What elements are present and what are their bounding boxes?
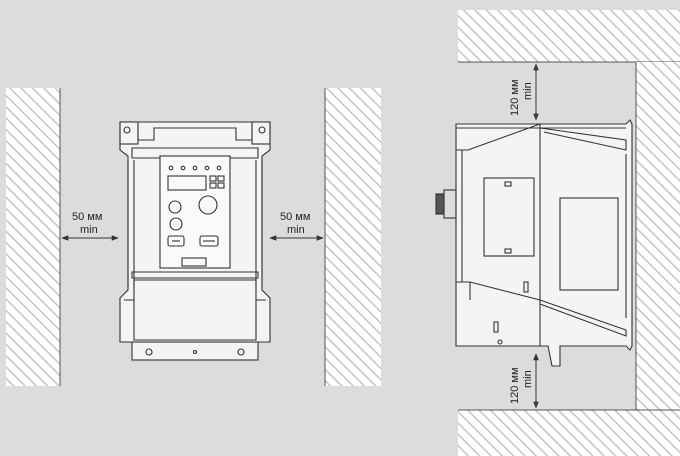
top-clearance-value: 120 мм xyxy=(509,79,521,116)
bottom-clearance-suffix: min xyxy=(522,370,534,388)
right-clearance-value: 50 мм xyxy=(280,211,310,223)
right-clearance-suffix: min xyxy=(287,224,305,236)
inverter-front-view xyxy=(119,121,271,361)
inverter-side-view xyxy=(435,119,633,367)
left-wall xyxy=(6,88,60,386)
bottom-clearance-dimension: 120 мм min xyxy=(509,353,539,409)
right-clearance-dimension: 50 мм min xyxy=(269,211,324,241)
left-clearance-value: 50 мм xyxy=(72,211,102,223)
top-clearance-suffix: min xyxy=(522,82,534,100)
top-clearance-dimension: 120 мм min xyxy=(509,63,539,121)
rear-wall xyxy=(636,62,680,410)
left-clearance-suffix: min xyxy=(80,224,98,236)
bottom-floor xyxy=(458,410,680,456)
left-clearance-dimension: 50 мм min xyxy=(61,211,119,241)
bottom-clearance-value: 120 мм xyxy=(509,367,521,404)
right-wall xyxy=(325,88,381,386)
top-ceiling xyxy=(458,10,680,62)
